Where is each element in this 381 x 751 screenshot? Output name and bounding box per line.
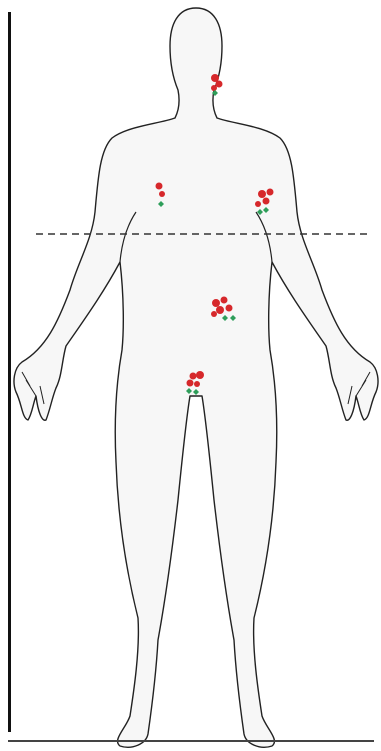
red-node-marker xyxy=(226,305,233,312)
red-node-marker xyxy=(211,311,217,317)
red-node-marker xyxy=(196,371,204,379)
red-node-marker xyxy=(156,183,163,190)
red-node-marker xyxy=(263,198,270,205)
red-node-marker xyxy=(187,380,194,387)
red-node-marker xyxy=(212,299,220,307)
red-node-marker xyxy=(255,201,261,207)
red-node-marker xyxy=(216,306,224,314)
red-node-marker xyxy=(258,190,266,198)
red-node-marker xyxy=(194,381,200,387)
bottom-frame-line xyxy=(8,740,374,742)
red-node-marker xyxy=(211,85,217,91)
red-node-marker xyxy=(267,189,274,196)
red-node-marker xyxy=(159,191,165,197)
red-node-marker xyxy=(190,373,197,380)
red-node-marker xyxy=(221,297,228,304)
